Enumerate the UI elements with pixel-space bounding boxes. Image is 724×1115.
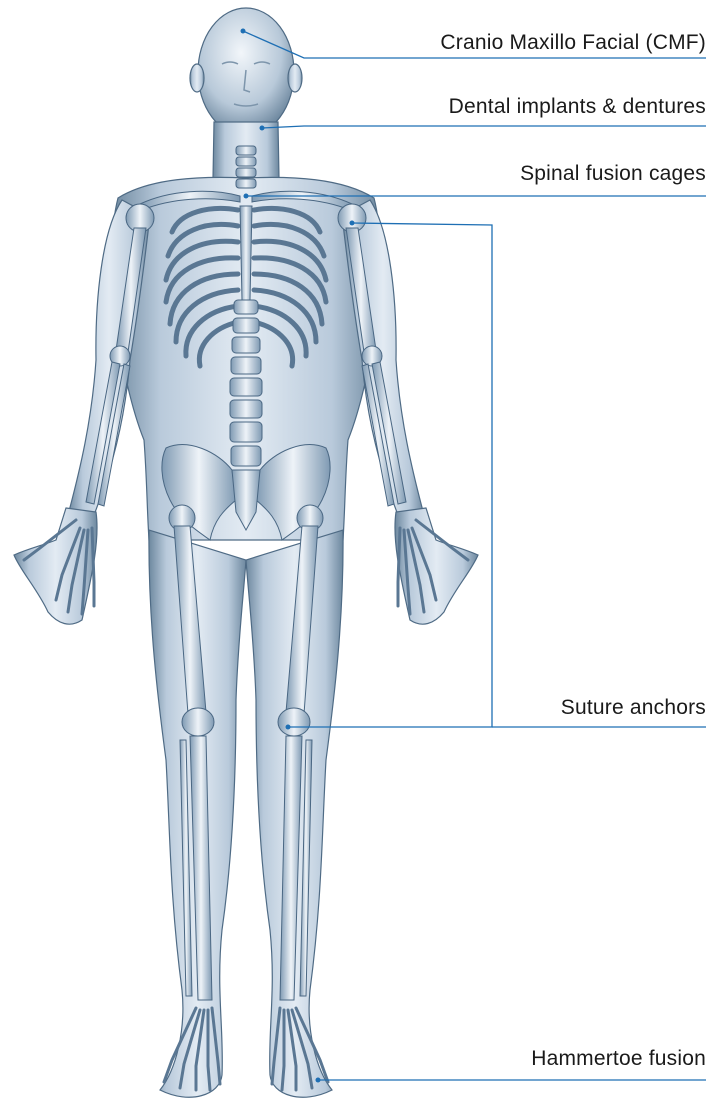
label-suture-anchors: Suture anchors — [561, 696, 706, 720]
right-patella — [278, 708, 310, 736]
right-ear — [288, 64, 302, 92]
leader-line-dental — [262, 126, 706, 128]
lumbar-spine — [230, 300, 262, 466]
dot-cmf — [241, 29, 246, 34]
label-spinal-fusion-cages: Spinal fusion cages — [520, 162, 706, 186]
label-dental-implants: Dental implants & dentures — [449, 95, 706, 119]
skeleton — [24, 146, 468, 1090]
dot-spinal — [244, 194, 249, 199]
left-patella — [182, 708, 214, 736]
dot-dental — [260, 126, 265, 131]
left-ear — [190, 64, 204, 92]
dot-knee — [286, 725, 291, 730]
dot-shoulder — [350, 221, 355, 226]
dot-hammertoe — [316, 1078, 321, 1083]
sternum — [240, 206, 252, 300]
label-hammertoe-fusion: Hammertoe fusion — [531, 1047, 706, 1071]
label-cmf: Cranio Maxillo Facial (CMF) — [440, 31, 706, 55]
